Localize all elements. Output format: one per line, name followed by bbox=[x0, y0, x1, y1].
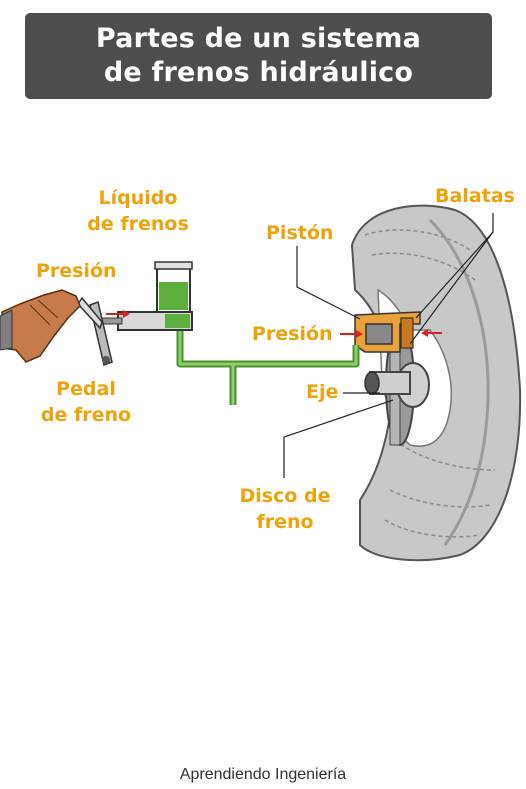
footer-credit: Aprendiendo Ingeniería bbox=[0, 766, 526, 784]
piston-shape bbox=[366, 324, 392, 344]
shoe bbox=[0, 290, 80, 362]
brake-pad bbox=[401, 318, 413, 348]
label-disco-line1: Disco de bbox=[230, 483, 340, 509]
label-disco-line2: freno bbox=[230, 509, 340, 535]
label-liquido-frenos: Líquido de frenos bbox=[78, 185, 198, 237]
label-liquido-line1: Líquido bbox=[78, 185, 198, 211]
label-presion-pedal: Presión bbox=[36, 258, 117, 284]
pedal bbox=[78, 298, 112, 365]
label-balatas: Balatas bbox=[435, 183, 515, 209]
label-eje: Eje bbox=[306, 379, 338, 405]
label-presion-piston: Presión bbox=[252, 321, 333, 347]
caliper bbox=[355, 312, 420, 352]
label-pedal-line1: Pedal bbox=[36, 376, 136, 402]
fluid-reservoir bbox=[155, 262, 192, 312]
label-piston: Pistón bbox=[266, 220, 333, 246]
label-liquido-line2: de frenos bbox=[78, 211, 198, 237]
label-pedal-line2: de freno bbox=[36, 402, 136, 428]
label-disco-freno: Disco de freno bbox=[230, 483, 340, 535]
label-pedal-freno: Pedal de freno bbox=[36, 376, 136, 428]
piston-leader bbox=[297, 246, 360, 319]
